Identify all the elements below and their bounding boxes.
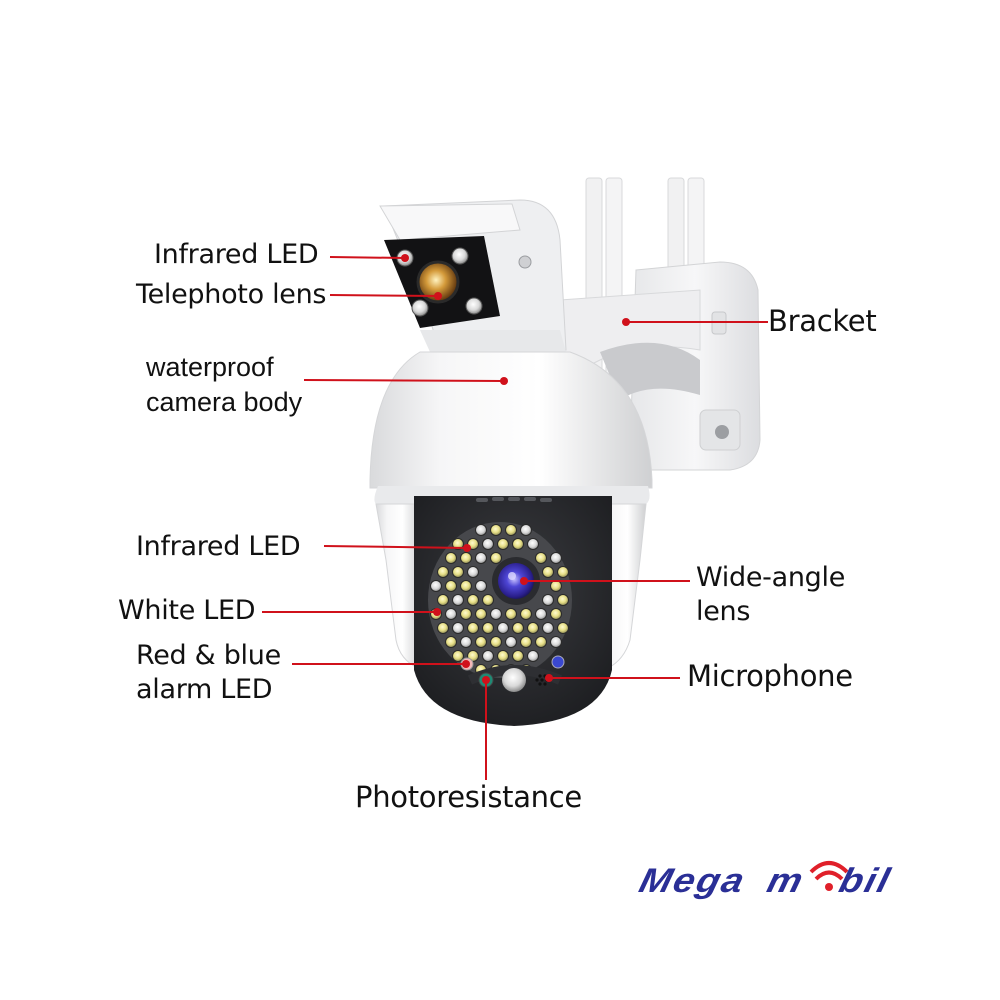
label-infrared-led-top: Infrared LED xyxy=(154,239,319,270)
label-waterproof-camera-body: waterproof camera body xyxy=(146,352,303,417)
led-icon xyxy=(467,622,479,634)
led-icon xyxy=(490,636,502,648)
led-icon xyxy=(430,580,442,592)
callout-line-infrared-led-top xyxy=(329,256,406,259)
led-icon xyxy=(520,524,532,536)
label-wide-angle-lens: Wide-angle lens xyxy=(696,562,846,627)
led-icon xyxy=(460,552,472,564)
led-icon xyxy=(445,608,457,620)
callout-dot-microphone xyxy=(545,674,553,682)
callout-dot-wide-angle-lens xyxy=(520,577,528,585)
callout-dot-red-blue-alarm-led xyxy=(462,660,470,668)
label-microphone: Microphone xyxy=(687,659,853,693)
led-icon xyxy=(512,622,524,634)
led-icon xyxy=(460,636,472,648)
led-icon xyxy=(445,552,457,564)
led-icon xyxy=(490,524,502,536)
label-infrared-led-bottom: Infrared LED xyxy=(136,531,301,562)
led-icon xyxy=(475,608,487,620)
label-bracket: Bracket xyxy=(768,304,877,338)
callout-line-infrared-led-bottom xyxy=(323,545,468,549)
led-icon xyxy=(557,566,569,578)
led-icon xyxy=(557,622,569,634)
led-icon xyxy=(542,566,554,578)
callout-line-telephoto-lens xyxy=(329,294,439,297)
led-icon xyxy=(445,580,457,592)
led-icon xyxy=(527,622,539,634)
led-icon xyxy=(557,594,569,606)
telephoto-housing xyxy=(379,199,567,353)
label-red-blue-alarm-led: Red & blue alarm LED xyxy=(136,640,281,705)
callout-dot-photoresistance xyxy=(482,676,490,684)
led-icon xyxy=(475,524,487,536)
led-icon xyxy=(542,622,554,634)
callout-dot-waterproof-camera-body xyxy=(500,377,508,385)
led-icon xyxy=(527,538,539,550)
label-telephoto-lens: Telephoto lens xyxy=(136,279,327,310)
led-icon xyxy=(437,594,449,606)
wide-angle-lens-art xyxy=(492,557,540,605)
led-icon xyxy=(497,538,509,550)
led-icon xyxy=(490,608,502,620)
led-icon xyxy=(520,608,532,620)
led-icon xyxy=(482,594,494,606)
led-icon xyxy=(550,636,562,648)
led-icon xyxy=(482,538,494,550)
led-icon xyxy=(527,650,539,662)
led-icon xyxy=(452,622,464,634)
led-icon xyxy=(482,650,494,662)
led-icon xyxy=(505,608,517,620)
led-icon xyxy=(505,524,517,536)
led-icon xyxy=(512,538,524,550)
led-icon xyxy=(467,594,479,606)
led-icon xyxy=(505,636,517,648)
mega-mobil-logo: Mega m bil xyxy=(635,856,896,906)
led-icon xyxy=(520,636,532,648)
led-icon xyxy=(497,622,509,634)
logo-text-bil: bil xyxy=(835,862,896,900)
callout-dot-white-led xyxy=(433,608,441,616)
led-icon xyxy=(550,552,562,564)
led-icon xyxy=(535,552,547,564)
led-icon xyxy=(467,566,479,578)
led-icon xyxy=(452,538,464,550)
callout-dot-infrared-led-top xyxy=(401,254,409,262)
led-icon xyxy=(460,580,472,592)
led-icon xyxy=(535,608,547,620)
led-icon xyxy=(482,622,494,634)
led-icon xyxy=(452,566,464,578)
led-icon xyxy=(490,552,502,564)
led-icon xyxy=(475,552,487,564)
led-icon xyxy=(445,636,457,648)
led-icon xyxy=(437,622,449,634)
callout-dot-infrared-led-bottom xyxy=(463,544,471,552)
logo-signal-icon xyxy=(809,861,849,891)
led-icon xyxy=(535,636,547,648)
bracket xyxy=(559,261,761,471)
callout-dot-bracket xyxy=(622,318,630,326)
led-icon xyxy=(460,608,472,620)
label-photoresistance: Photoresistance xyxy=(355,780,582,814)
led-icon xyxy=(497,650,509,662)
logo-text-m: m xyxy=(763,862,809,900)
callout-line-waterproof-camera-body xyxy=(303,379,505,382)
led-icon xyxy=(550,580,562,592)
led-icon xyxy=(452,650,464,662)
callout-dot-telephoto-lens xyxy=(434,292,442,300)
led-icon xyxy=(475,580,487,592)
label-white-led: White LED xyxy=(118,595,256,626)
led-icon xyxy=(452,594,464,606)
led-icon xyxy=(550,608,562,620)
callout-lines xyxy=(262,254,768,780)
logo-text-mega: Mega xyxy=(635,862,750,900)
led-icon xyxy=(512,650,524,662)
led-icon xyxy=(475,636,487,648)
led-icon xyxy=(437,566,449,578)
led-icon xyxy=(542,594,554,606)
